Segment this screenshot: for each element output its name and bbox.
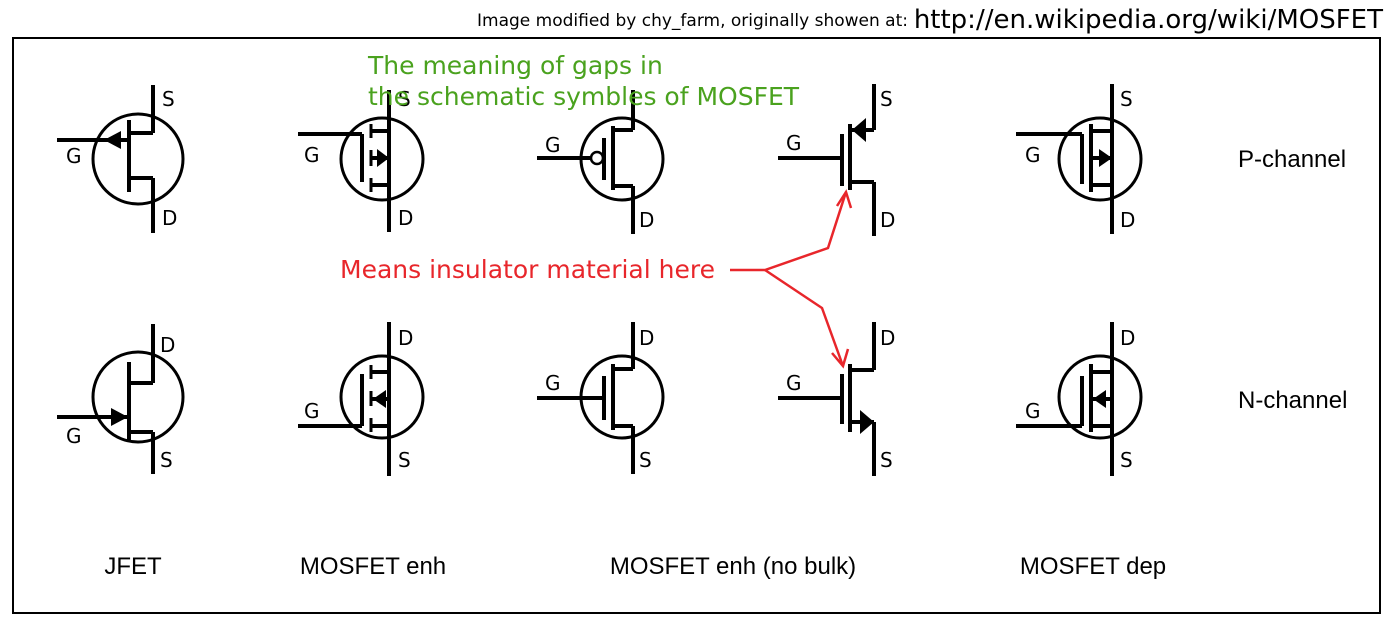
pin-label-drain: D bbox=[398, 326, 413, 350]
pin-label-gate: G bbox=[304, 143, 320, 167]
insulator-arrows bbox=[730, 189, 853, 369]
pin-label-gate: G bbox=[1025, 143, 1041, 167]
symbol-jfet-p-channel: G S D bbox=[57, 85, 185, 233]
pin-label-drain: D bbox=[162, 206, 177, 230]
symbol-mosfet-enh-no-bulk-arrow-n-channel: G D S bbox=[778, 322, 895, 476]
pin-label-drain: D bbox=[880, 326, 895, 350]
symbol-jfet-n-channel: G D S bbox=[57, 324, 185, 474]
pin-label-drain: D bbox=[639, 208, 654, 232]
pin-label-gate: G bbox=[786, 371, 802, 395]
diagram-frame bbox=[12, 37, 1381, 614]
symbol-mosfet-enh-no-bulk-n-channel: G D S bbox=[537, 322, 665, 474]
pin-label-gate: G bbox=[66, 424, 82, 448]
column-label-mosfet-enh: MOSFET enh bbox=[300, 553, 446, 580]
pin-label-source: S bbox=[880, 448, 893, 472]
pin-label-drain: D bbox=[1120, 208, 1135, 232]
pin-label-gate: G bbox=[66, 144, 82, 168]
symbol-mosfet-enh-p-channel: G S D bbox=[298, 87, 425, 232]
pin-label-gate: G bbox=[545, 371, 561, 395]
pin-label-drain: D bbox=[398, 206, 413, 230]
pin-label-source: S bbox=[1120, 87, 1133, 111]
pin-label-source: S bbox=[639, 448, 652, 472]
pin-label-source: S bbox=[398, 87, 411, 111]
pin-label-drain: D bbox=[1120, 326, 1135, 350]
symbol-mosfet-enh-no-bulk-arrow-p-channel: G S D bbox=[778, 84, 895, 236]
pin-label-gate: G bbox=[786, 131, 802, 155]
row-label-n-channel: N-channel bbox=[1238, 387, 1347, 414]
credit-text: Image modified by chy_farm, originally s… bbox=[477, 11, 908, 31]
pin-label-source: S bbox=[162, 87, 175, 111]
pin-label-drain: D bbox=[880, 208, 895, 232]
symbol-mosfet-dep-n-channel: G D S bbox=[1016, 322, 1143, 476]
column-label-mosfet-dep: MOSFET dep bbox=[1020, 553, 1166, 580]
pin-label-source: S bbox=[160, 448, 173, 472]
source-url: http://en.wikipedia.org/wiki/MOSFET bbox=[914, 5, 1383, 35]
pin-label-gate: G bbox=[304, 399, 320, 423]
pin-label-drain: D bbox=[639, 326, 654, 350]
pin-label-gate: G bbox=[545, 133, 561, 157]
row-label-p-channel: P-channel bbox=[1238, 146, 1346, 173]
symbol-mosfet-enh-n-channel: G D S bbox=[298, 322, 425, 476]
symbol-mosfet-dep-p-channel: G S D bbox=[1016, 84, 1143, 234]
pin-label-source: S bbox=[1120, 448, 1133, 472]
gaps-note-line-1: The meaning of gaps in bbox=[367, 51, 663, 80]
pin-label-source: S bbox=[880, 87, 893, 111]
pin-label-gate: G bbox=[1025, 399, 1041, 423]
insulator-note: Means insulator material here bbox=[340, 255, 715, 284]
gaps-note-line-2: the schematic symbles of MOSFET bbox=[368, 82, 800, 111]
column-label-mosfet-enh-no-bulk: MOSFET enh (no bulk) bbox=[610, 553, 856, 580]
pin-label-source: S bbox=[398, 448, 411, 472]
column-label-jfet: JFET bbox=[104, 553, 162, 580]
pin-label-drain: D bbox=[160, 333, 175, 357]
symbol-mosfet-enh-no-bulk-p-channel: G D bbox=[537, 90, 665, 234]
